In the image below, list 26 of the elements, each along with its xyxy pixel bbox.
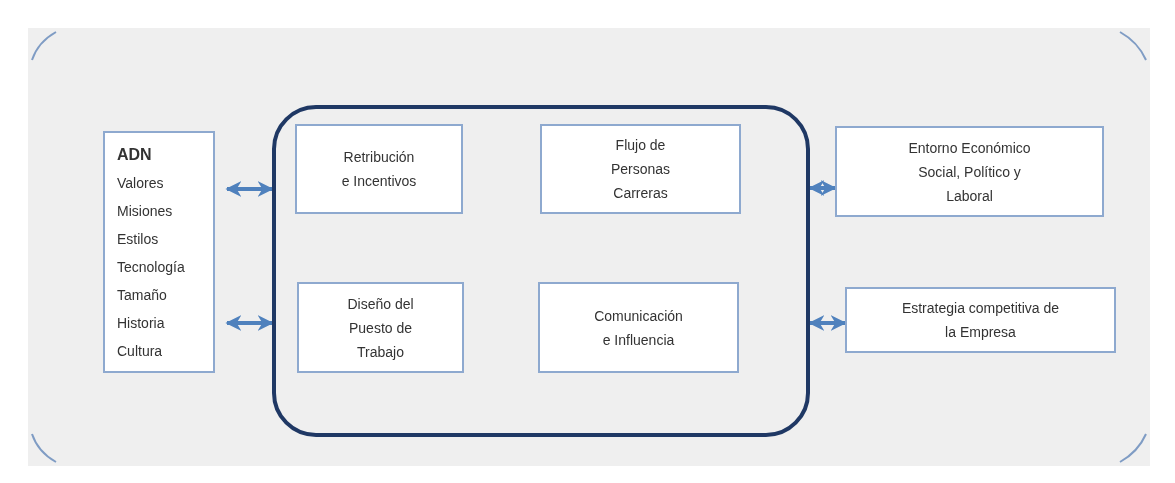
list-heading: ADN xyxy=(117,145,152,165)
box-label: Comunicación e Influencia xyxy=(593,306,684,350)
list-item: Tamaño xyxy=(117,286,167,305)
text-box xyxy=(845,287,1116,353)
text-box xyxy=(835,126,1104,217)
box-label: Entorno Económico Social, Político y Laboral xyxy=(907,138,1032,206)
list-item: Misiones xyxy=(117,202,173,221)
double-arrow xyxy=(808,180,837,196)
double-arrow xyxy=(808,315,847,331)
box-label: Estrategia competitiva de la Empresa xyxy=(900,299,1061,342)
box-label: Retribución e Incentivos xyxy=(340,148,418,191)
rounded-container xyxy=(272,105,810,437)
text-box xyxy=(295,124,463,214)
list-item: Tecnología xyxy=(117,258,185,277)
double-arrow xyxy=(225,315,274,331)
text-box xyxy=(103,131,215,373)
double-arrow xyxy=(225,181,274,197)
text-box xyxy=(538,282,739,373)
text-box xyxy=(297,282,464,373)
text-box xyxy=(540,124,741,214)
list-item: Cultura xyxy=(117,342,163,361)
box-label: Flujo de Personas Carreras xyxy=(609,136,672,203)
list-item: Estilos xyxy=(117,230,159,249)
box-label: Diseño del Puesto de Trabajo xyxy=(346,294,415,362)
list-item: Historia xyxy=(117,314,165,333)
list-item: Valores xyxy=(117,174,164,193)
